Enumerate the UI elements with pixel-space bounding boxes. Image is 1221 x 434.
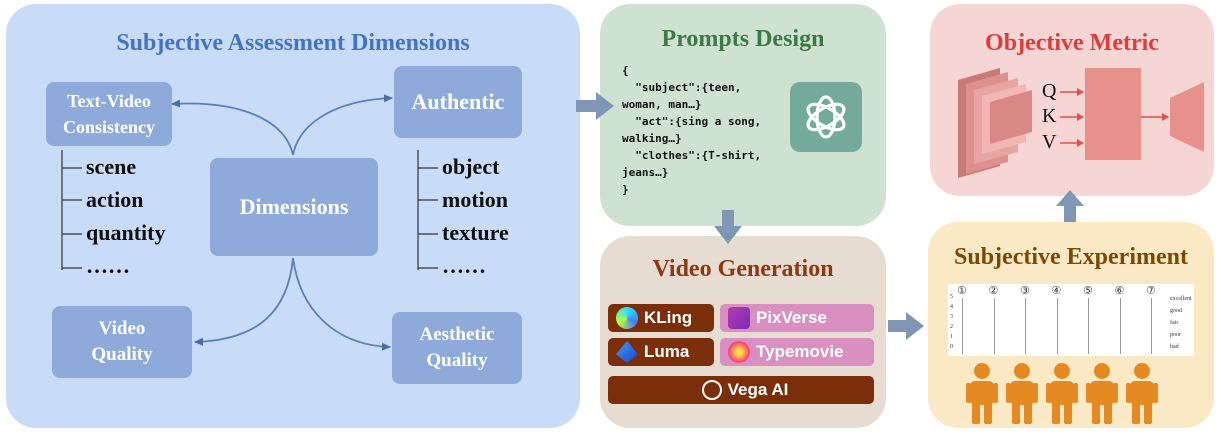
subjective-dimensions-title: Subjective Assessment Dimensions (116, 30, 470, 56)
arrow-to-aesthetic (292, 257, 391, 351)
video-generation-title: Video Generation (652, 256, 834, 282)
video-quality-node: Video Quality (52, 306, 192, 378)
rating-scale-line (1119, 298, 1121, 354)
rating-quality-label: fair (1170, 320, 1179, 326)
arrow-videogen-to-experiment (888, 312, 924, 340)
chatgpt-logo-icon (790, 82, 862, 152)
qkv-k-label: K (1042, 105, 1057, 127)
rating-scale-tick: 2 (950, 324, 953, 330)
right-list-item: motion (442, 187, 508, 212)
rating-column-label: ⑦ (1146, 285, 1156, 297)
rating-scale-tick: 4 (950, 304, 953, 310)
pixverse-logo: PixVerse (720, 304, 874, 332)
prompt-json-code: { "subject":{teen, woman, man…} "act":{s… (622, 64, 762, 196)
rating-quality-label: bad (1170, 344, 1179, 350)
typemovie-logo: Typemovie (720, 338, 874, 366)
person-icon (964, 362, 1000, 424)
rating-scale-line (962, 298, 963, 354)
conv-blocks-icon (958, 68, 1032, 178)
rating-column-label: ① (957, 285, 967, 297)
left-list-item: quantity (86, 220, 166, 245)
output-head (1170, 82, 1204, 152)
arrow-to-text-video (171, 99, 294, 156)
subjective-experiment-title: Subjective Experiment (954, 244, 1188, 270)
vega-ai-icon (701, 380, 722, 400)
arrow-experiment-to-metric (1056, 190, 1084, 222)
dimensions-center-node: Dimensions (210, 158, 378, 256)
rating-column-label: ② (988, 285, 999, 297)
left-list-item: …… (86, 253, 130, 278)
left-list-item: scene (86, 154, 137, 179)
luma-logo: Luma (608, 338, 714, 366)
attention-block (1085, 68, 1141, 160)
typemovie-icon (728, 341, 750, 363)
qkv-q-label: Q (1042, 80, 1057, 102)
objective-metric-title: Objective Metric (985, 30, 1159, 56)
text-video-consistency-node: Text-Video Consistency (46, 82, 172, 146)
rating-scale-line (1151, 298, 1152, 354)
aesthetic-quality-node: Aesthetic Quality (392, 312, 522, 384)
rating-scale-line (1056, 298, 1058, 354)
rating-quality-label: poor (1170, 332, 1181, 338)
arrow-to-video-quality (194, 257, 294, 346)
person-icon (1044, 362, 1080, 424)
person-icon (1004, 362, 1040, 424)
person-icon (1084, 362, 1120, 424)
rating-column-label: ⑥ (1114, 285, 1125, 297)
prompts-design-title: Prompts Design (661, 26, 825, 52)
right-list-item: texture (442, 220, 509, 245)
right-list-item: object (442, 154, 500, 179)
person-icon (1124, 362, 1160, 424)
arrow-to-authentic (292, 94, 393, 156)
rating-scale-line (1025, 298, 1026, 354)
rating-column-label: ④ (1051, 285, 1062, 297)
rating-scale-tick: 0 (950, 344, 953, 350)
right-list-item: …… (442, 253, 486, 278)
rating-column-label: ③ (1020, 285, 1030, 297)
left-list-item: action (86, 187, 144, 212)
authentic-node: Authentic (394, 66, 522, 138)
rating-scale-tick: 3 (950, 314, 953, 320)
rating-scale-line (1088, 298, 1089, 354)
arrow-dimensions-to-prompts (576, 92, 614, 120)
rating-quality-label: excellent (1170, 296, 1192, 302)
kling-logo: KLing (608, 304, 714, 332)
rating-column-label: ⑤ (1083, 285, 1093, 297)
arrow-prompts-to-videogen (714, 210, 742, 244)
vega-ai-logo: Vega AI (608, 376, 874, 404)
rating-quality-label: good (1170, 308, 1182, 314)
qkv-v-label: V (1042, 131, 1057, 153)
kling-icon (616, 307, 638, 329)
rating-scale-tick: 5 (950, 294, 953, 300)
rating-scale-line (993, 298, 995, 354)
rating-scale-tick: 1 (950, 334, 953, 340)
pixverse-icon (728, 307, 750, 329)
rating-sheet (948, 284, 1194, 356)
